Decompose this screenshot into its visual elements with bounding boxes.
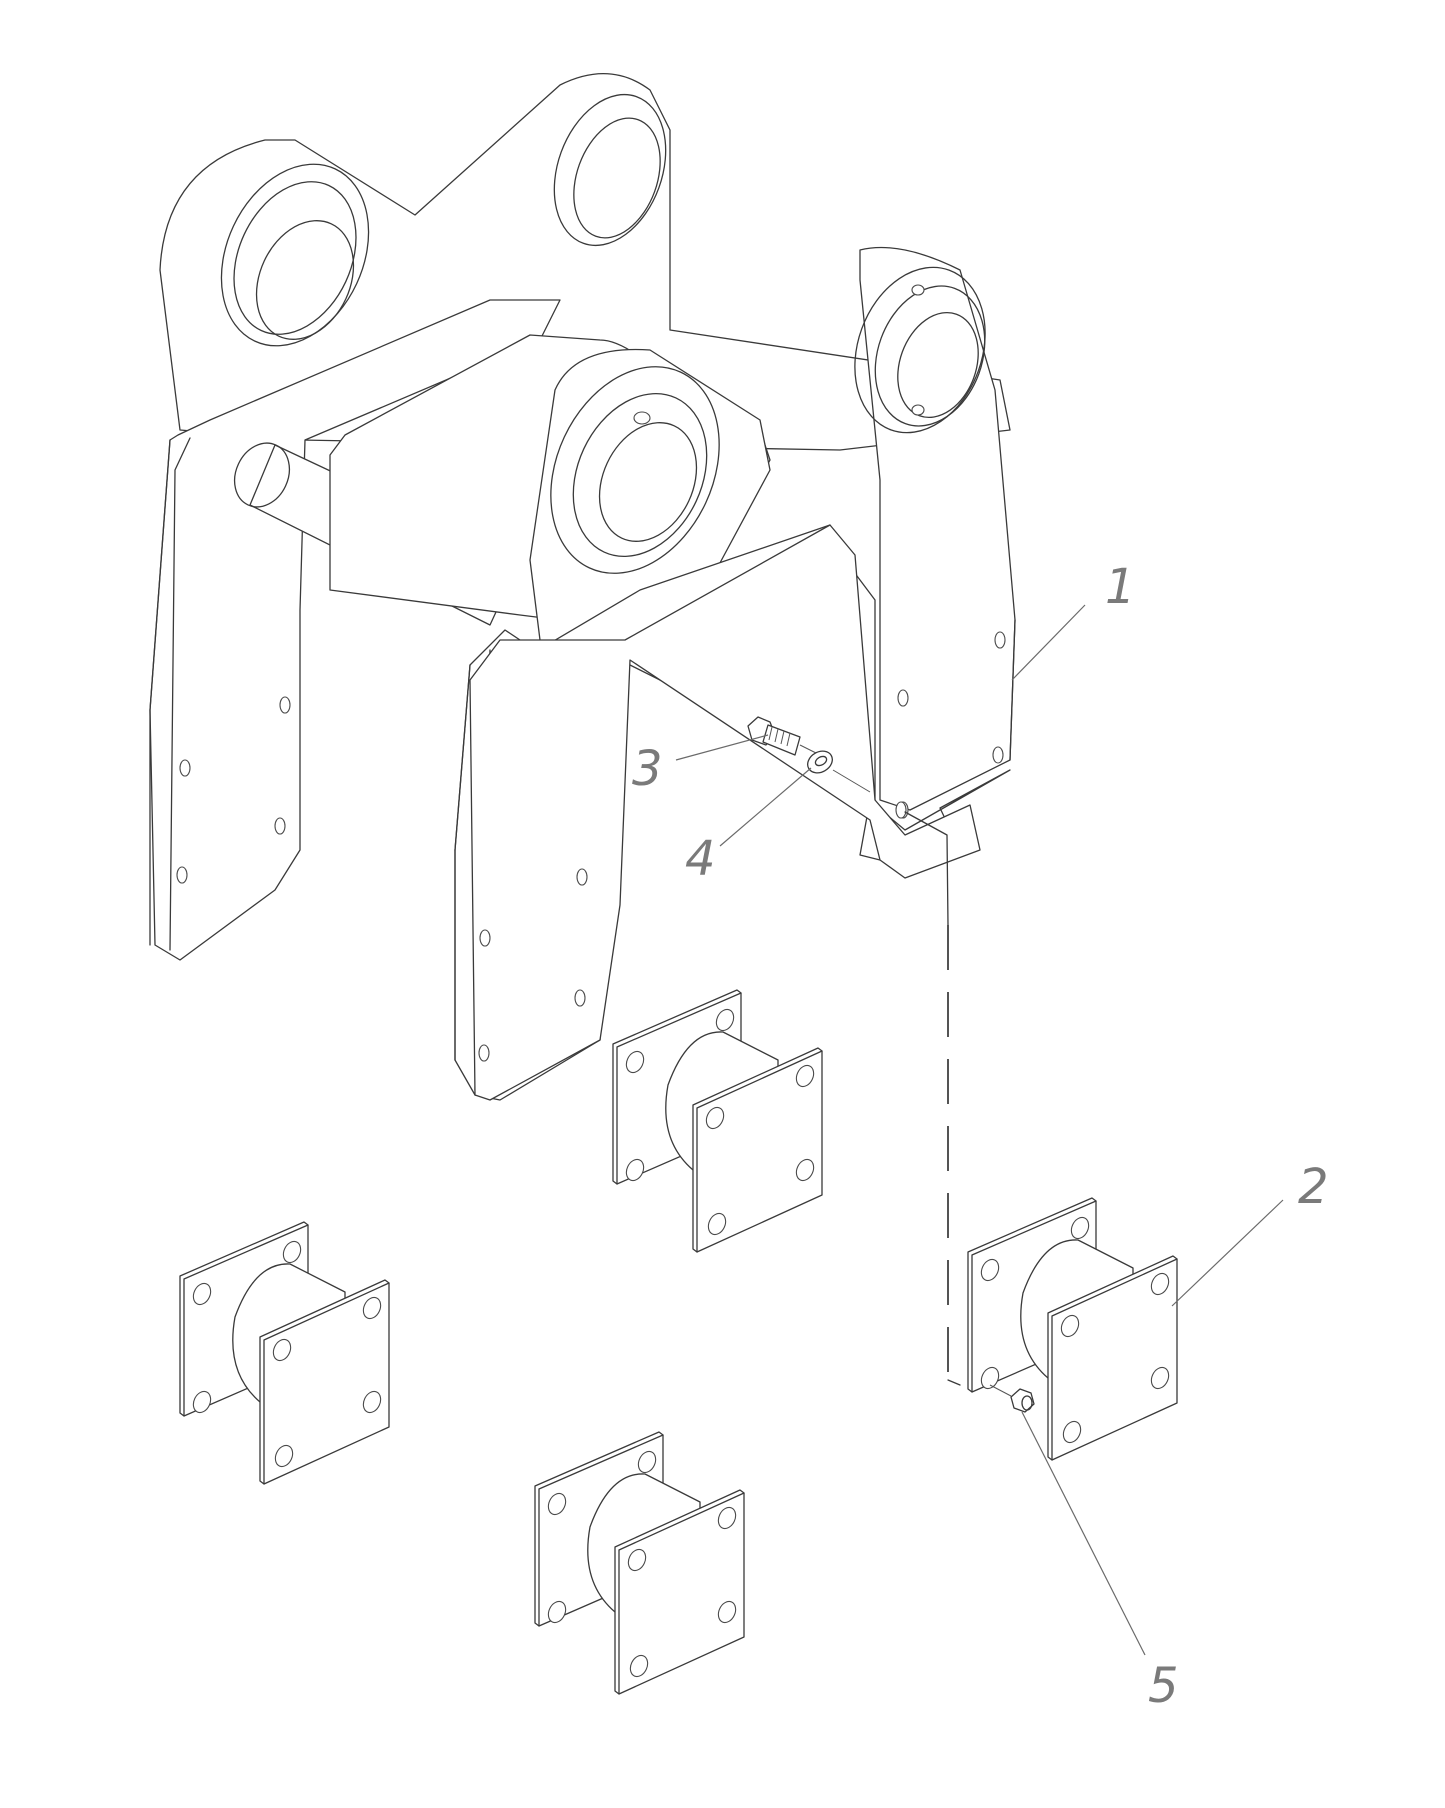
leader-1 bbox=[1011, 604, 1086, 681]
nut-axis-line bbox=[989, 1384, 1012, 1397]
callout-5: 5 bbox=[1148, 1658, 1179, 1714]
callout-1: 1 bbox=[1105, 559, 1136, 615]
leader-5 bbox=[1021, 1411, 1146, 1656]
callout-4: 4 bbox=[685, 831, 716, 887]
flat-washer bbox=[807, 750, 833, 774]
leader-3 bbox=[675, 734, 769, 761]
mount-bottom bbox=[534, 1431, 745, 1695]
hex-nut bbox=[1010, 1388, 1035, 1413]
mount-left bbox=[179, 1221, 390, 1485]
main-bracket bbox=[149, 72, 1016, 1101]
callout-2: 2 bbox=[1298, 1159, 1329, 1215]
mount-right bbox=[967, 1197, 1178, 1461]
leader-4 bbox=[719, 767, 812, 847]
leader-2 bbox=[1171, 1199, 1284, 1307]
washer-axis-line bbox=[832, 769, 871, 793]
callout-3: 3 bbox=[632, 741, 663, 797]
mount-center bbox=[612, 989, 823, 1253]
